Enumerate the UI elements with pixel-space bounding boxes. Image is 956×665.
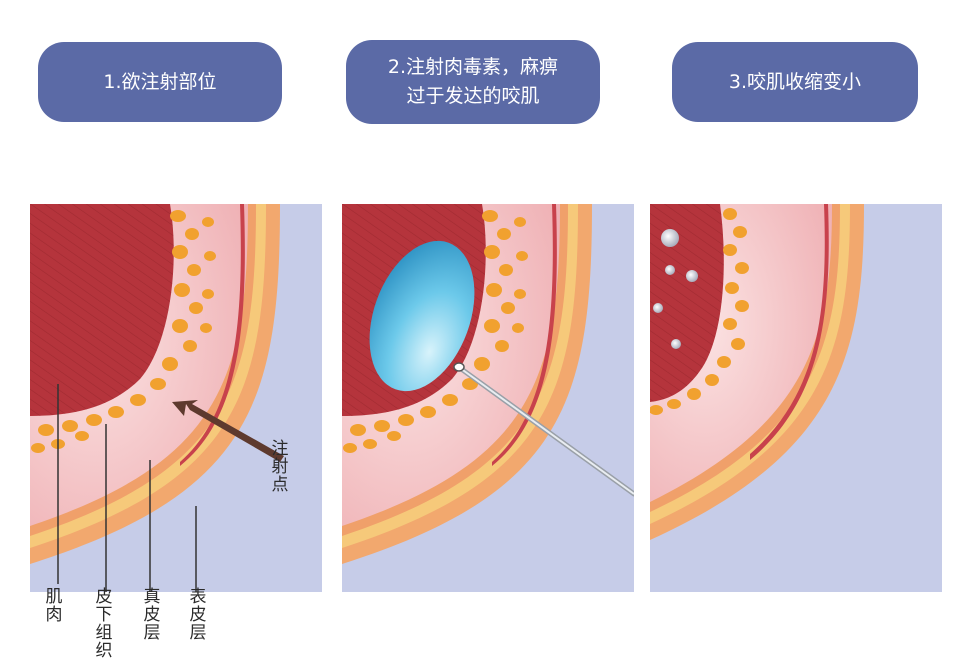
label-epidermis: 表皮层 [189,587,207,643]
panel-injection-site [30,204,322,592]
injection-arrow [172,400,284,462]
fat-cells [343,210,528,453]
toxin-residue-bubbles [653,229,698,349]
fat-cells [650,208,749,415]
fat-cells [31,210,216,453]
panel-muscle-shrinks [650,204,942,592]
label-muscle: 肌肉 [45,587,63,625]
toxin-bubble [369,240,475,392]
needle-tip [453,362,465,372]
step-2-pill: 2.注射肉毒素，麻痹 过于发达的咬肌 [346,40,600,124]
label-injection-point: 注射点 [271,439,289,495]
step-1-pill: 1.欲注射部位 [38,42,282,122]
label-dermis: 真皮层 [143,587,161,643]
dermis-red-edge [750,204,829,460]
step-3-pill: 3.咬肌收缩变小 [672,42,918,122]
panel-toxin-injection [342,204,634,592]
label-subcutaneous: 皮下组织 [95,587,113,661]
